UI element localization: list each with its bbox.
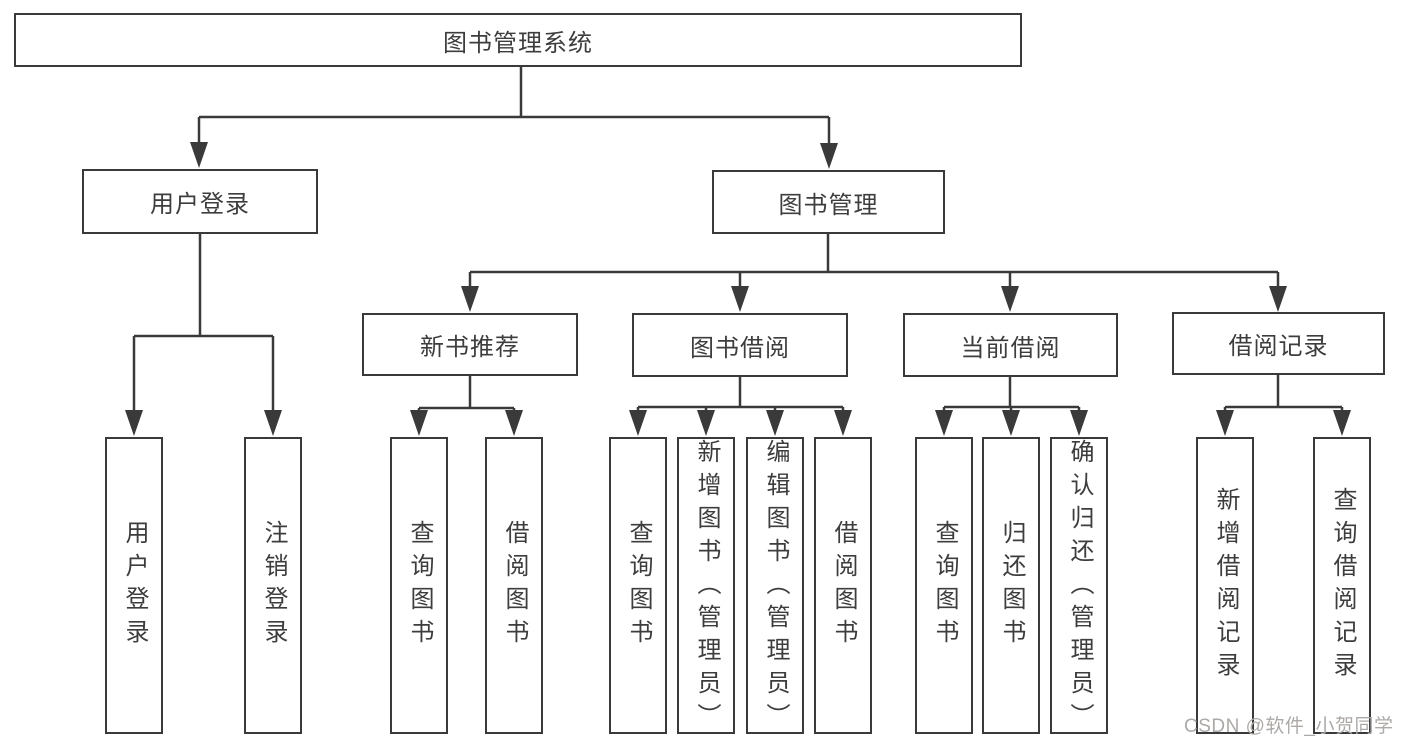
arrow-down-icon — [820, 143, 838, 169]
connector-lines — [132, 67, 1344, 414]
node-new-book-recommend: 新书推荐 — [362, 313, 578, 376]
node-root: 图书管理系统 — [14, 13, 1022, 67]
arrow-down-icon — [629, 410, 647, 436]
arrow-down-icon — [461, 286, 479, 312]
leaf-return-books: 归还图书 — [982, 437, 1040, 734]
arrow-down-icon — [264, 410, 282, 436]
leaf-add-borrow-record: 新增借阅记录 — [1196, 437, 1254, 734]
arrow-down-icon — [766, 410, 784, 436]
arrow-down-icon — [1216, 410, 1234, 436]
arrow-down-icon — [505, 410, 523, 436]
watermark: CSDN @软件_小贺同学 — [1184, 716, 1394, 737]
leaf-query-books-borrow: 查询图书 — [609, 437, 667, 734]
leaf-edit-book-admin: 编辑图书（管理员） — [746, 437, 804, 736]
arrow-down-icon — [697, 410, 715, 436]
arrow-down-icon — [125, 410, 143, 436]
node-current-borrowing: 当前借阅 — [903, 313, 1118, 377]
arrow-down-icon — [1269, 286, 1287, 312]
leaf-query-books-recommend: 查询图书 — [390, 437, 448, 734]
arrow-down-icon — [1002, 410, 1020, 436]
leaf-confirm-return-admin: 确认归还（管理员） — [1050, 437, 1108, 736]
node-book-management: 图书管理 — [712, 170, 945, 234]
arrowheads — [125, 142, 1351, 436]
arrow-down-icon — [1070, 410, 1088, 436]
leaf-user-login: 用户登录 — [105, 437, 163, 734]
node-user-login: 用户登录 — [82, 169, 318, 234]
node-book-borrowing: 图书借阅 — [632, 313, 848, 377]
arrow-down-icon — [1001, 286, 1019, 312]
arrow-down-icon — [834, 410, 852, 436]
leaf-logout: 注销登录 — [244, 437, 302, 734]
arrow-down-icon — [190, 142, 208, 168]
arrow-down-icon — [731, 286, 749, 312]
arrow-down-icon — [1333, 410, 1351, 436]
leaf-add-book-admin: 新增图书（管理员） — [677, 437, 735, 736]
leaf-borrow-books: 借阅图书 — [814, 437, 872, 734]
arrow-down-icon — [935, 410, 953, 436]
node-borrow-records: 借阅记录 — [1172, 312, 1385, 375]
leaf-query-books-current: 查询图书 — [915, 437, 973, 734]
arrow-down-icon — [410, 410, 428, 436]
leaf-query-borrow-record: 查询借阅记录 — [1313, 437, 1371, 734]
leaf-borrow-books-recommend: 借阅图书 — [485, 437, 543, 734]
